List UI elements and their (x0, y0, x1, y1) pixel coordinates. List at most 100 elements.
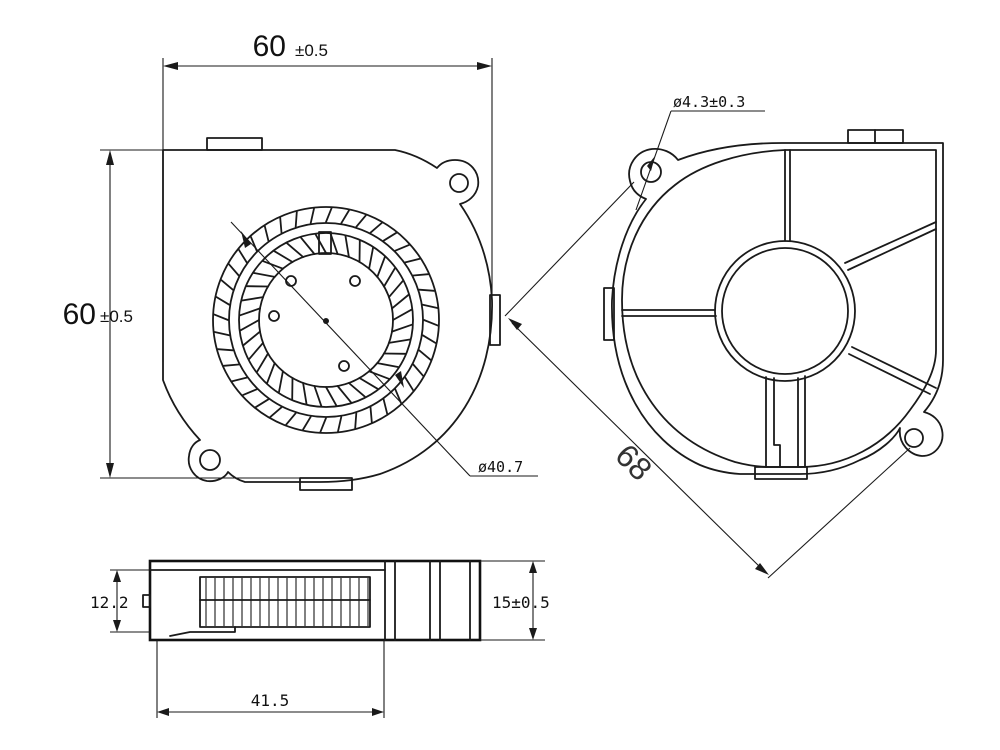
top-width-value: 60 (253, 30, 286, 63)
impeller-blade (325, 207, 333, 223)
impeller-blade (220, 279, 234, 291)
impeller-blade (239, 319, 260, 332)
impeller-diameter-dimension: ø40.7 (230, 221, 538, 477)
side-base-notch (169, 626, 236, 637)
impeller-blade (418, 349, 432, 361)
impeller-blade (392, 308, 413, 321)
impeller-blade (319, 417, 327, 433)
impeller-dia-label: ø40.7 (478, 458, 523, 476)
impeller-blade (302, 382, 308, 405)
motor-ring-inner (721, 247, 849, 375)
impeller-blade (391, 294, 410, 310)
impeller-blade (222, 363, 240, 367)
hub-hole-4 (338, 360, 350, 372)
front-mount-hole-top (449, 173, 469, 193)
impeller-blade (300, 236, 316, 255)
impeller-blade (266, 362, 276, 384)
impeller-blade (242, 330, 261, 346)
top-width-dimension: 60 ±0.5 (162, 30, 493, 362)
impeller-blade (325, 386, 338, 407)
impeller-blade (394, 388, 403, 405)
impeller-blade (412, 273, 430, 277)
impeller-blade (213, 313, 229, 321)
impeller-blade (394, 243, 411, 252)
impeller-blade (285, 412, 297, 426)
impeller-blade (279, 216, 283, 234)
side-impeller-fins (199, 576, 371, 628)
impeller-blade (355, 214, 367, 228)
impeller-blade (376, 362, 399, 368)
impeller-blade (213, 331, 231, 337)
top-width-tolerance: ±0.5 (295, 41, 328, 60)
back-left-tab (603, 287, 615, 341)
impeller-blade (278, 370, 284, 393)
impeller-blade (404, 257, 421, 264)
impeller-blade (391, 323, 413, 333)
back-inner-wall (621, 149, 937, 468)
hole-dia-label: ø4.3±0.3 (673, 93, 745, 111)
impeller-blade (376, 256, 386, 278)
impeller-blade (421, 334, 437, 344)
impeller-blade (248, 341, 264, 360)
side-view: 12.2 15±0.5 41.5 (90, 559, 550, 718)
side-width-label: 41.5 (251, 691, 290, 710)
impeller-blade (294, 210, 298, 228)
impeller-blade (273, 250, 294, 263)
hub-notch (318, 231, 332, 255)
back-housing-outline (611, 142, 944, 475)
impeller-blade (404, 376, 415, 392)
impeller-blade (388, 280, 404, 299)
impeller-blade (254, 398, 270, 409)
front-housing-outline (162, 149, 493, 483)
back-view: ø4.3±0.3 68 (504, 93, 944, 579)
left-height-value: 60 (63, 298, 96, 331)
impeller-blade (412, 363, 425, 377)
back-mount-hole-bottom (904, 428, 924, 448)
impeller-blade (336, 385, 352, 404)
front-bottom-tab (299, 477, 353, 491)
front-right-connector (489, 294, 501, 346)
impeller-blade (269, 406, 283, 419)
impeller-blade (418, 288, 436, 292)
impeller-blade (369, 406, 373, 424)
impeller-blade (368, 247, 374, 270)
impeller-blade (302, 415, 312, 431)
back-bottom-tab (754, 466, 808, 480)
hub-hole-2 (349, 275, 361, 287)
impeller-blade (262, 260, 284, 270)
impeller-blade (241, 388, 258, 397)
side-connector (142, 594, 151, 608)
impeller-blade (253, 272, 276, 278)
side-total-label: 15±0.5 (492, 593, 550, 612)
hub-hole-3 (268, 310, 280, 322)
side-height-dimension: 12.2 (90, 569, 150, 633)
side-total-dimension: 15±0.5 (480, 560, 550, 641)
impeller-blade (231, 376, 248, 383)
impeller-blades-inner (239, 233, 413, 407)
impeller-blade (382, 398, 389, 415)
impeller-blade (227, 263, 240, 277)
left-height-dimension: 60 ±0.5 (63, 149, 300, 479)
hub-hole-1 (285, 275, 297, 287)
impeller-blade (383, 267, 396, 288)
left-height-tolerance: ±0.5 (100, 307, 133, 326)
hole-diameter-dimension: ø4.3±0.3 (635, 93, 765, 211)
impeller-blade (340, 209, 350, 225)
diagonal-label: 68 (608, 437, 659, 488)
impeller-blade (239, 307, 261, 317)
impeller-blade (369, 221, 383, 234)
front-mount-hole-bottom (199, 449, 221, 471)
impeller-blade (314, 233, 327, 254)
impeller-blade (256, 352, 269, 373)
impeller-blade (286, 242, 305, 258)
side-height-label: 12.2 (90, 593, 129, 612)
impeller-blade (388, 338, 411, 344)
impeller-blade (215, 296, 231, 306)
side-width-dimension: 41.5 (156, 640, 385, 718)
diagonal-dimension: 68 (504, 181, 911, 579)
impeller-blade (241, 296, 264, 302)
impeller-blade (354, 412, 358, 430)
impeller-blade (337, 415, 343, 433)
impeller-blade (382, 231, 398, 242)
